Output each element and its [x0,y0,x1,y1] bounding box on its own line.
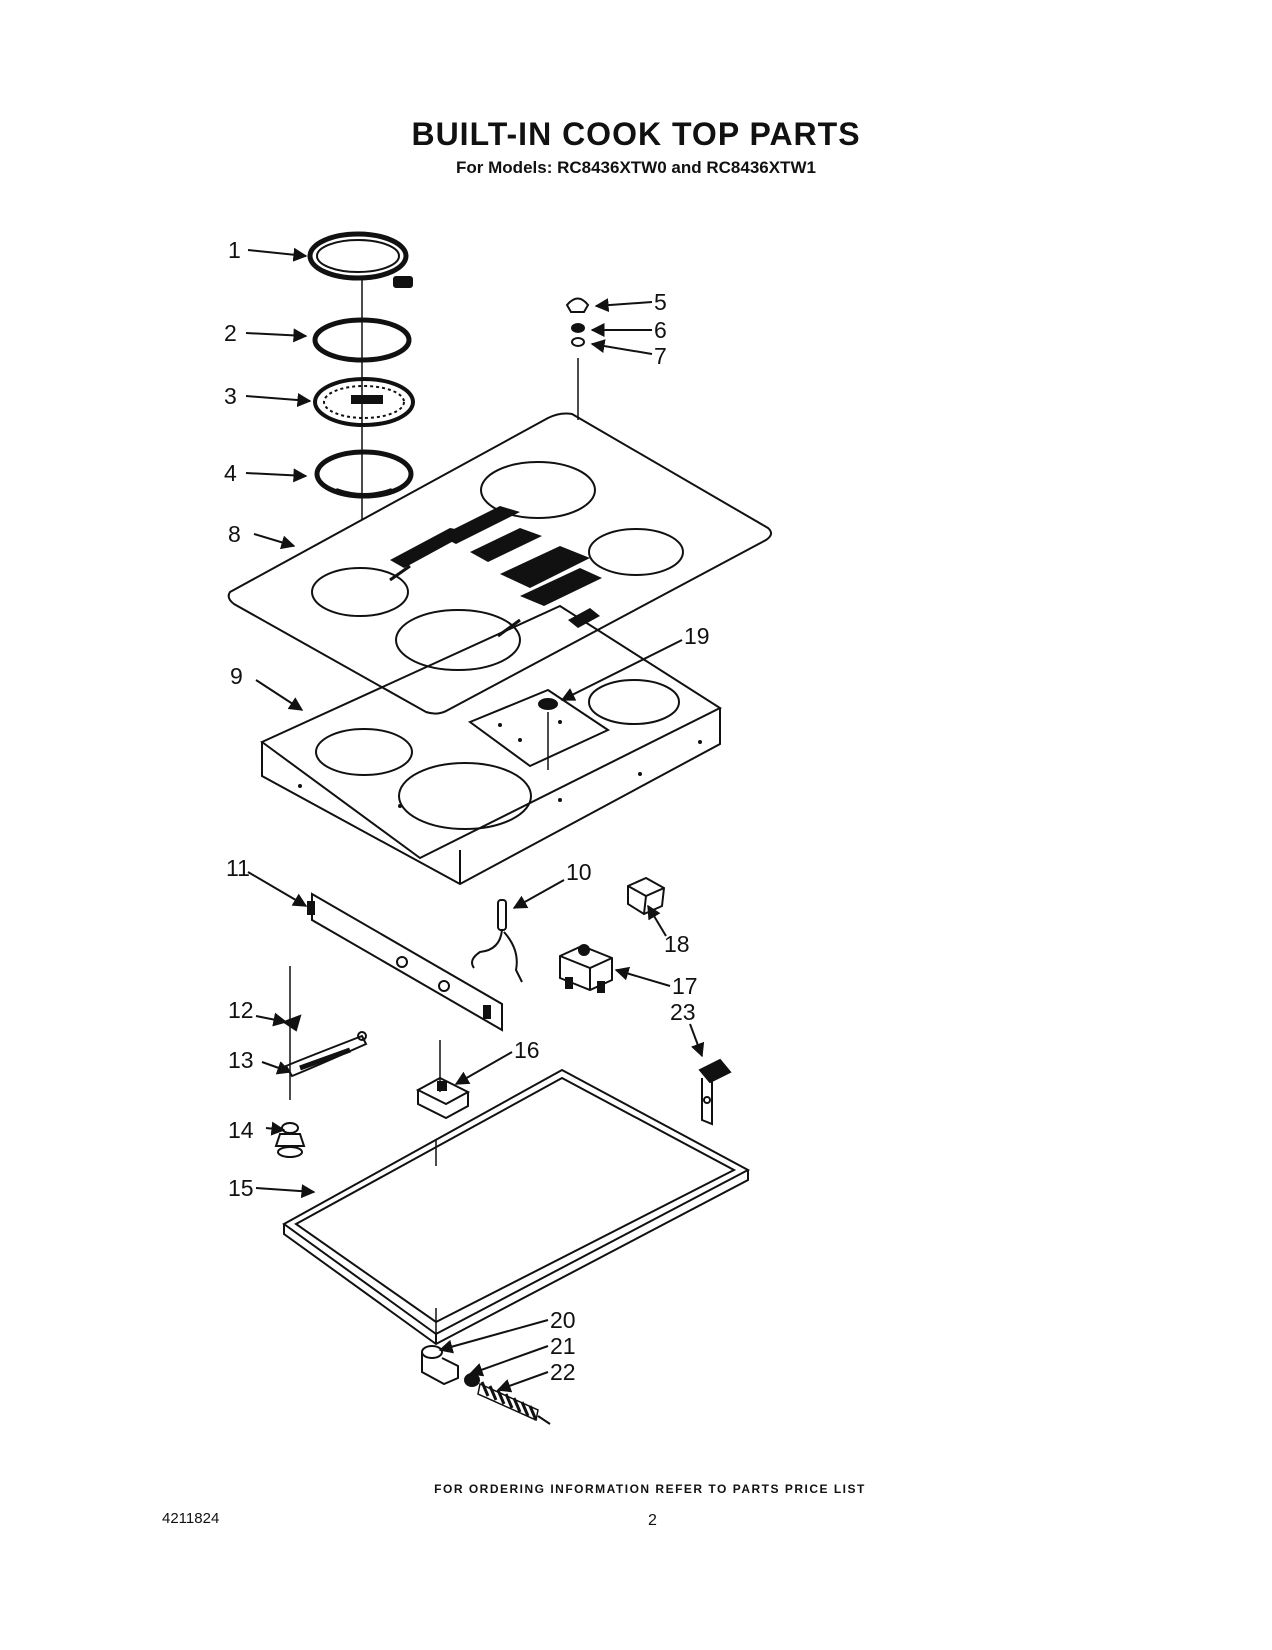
leader-arrows [245,247,705,1393]
callout-5: 5 [654,289,667,315]
callout-7: 7 [654,343,667,369]
part-19-drawing [538,698,558,770]
callout-13: 13 [228,1047,254,1073]
callout-6: 6 [654,317,667,343]
part-23-drawing [698,1058,732,1126]
part-12-14-drawing [274,966,368,1158]
callout-labels: 1 2 3 4 5 6 7 8 9 19 11 10 18 17 23 12 1… [224,237,710,1385]
part-1-drawing [307,231,413,288]
part-15-frame [282,1068,751,1346]
callout-4: 4 [224,460,237,486]
callout-11: 11 [226,855,250,881]
callout-16: 16 [514,1037,540,1063]
callout-17: 17 [672,973,698,999]
callout-3: 3 [224,383,237,409]
part-16-drawing [415,1040,471,1120]
callout-23: 23 [670,999,696,1025]
part-4-drawing [314,449,414,499]
callout-10: 10 [566,859,592,885]
callout-20: 20 [550,1307,576,1333]
part-17-drawing [559,944,613,993]
callout-1: 1 [228,237,241,263]
callout-12: 12 [228,997,254,1023]
callout-14: 14 [228,1117,254,1143]
callout-21: 21 [550,1333,576,1359]
callout-2: 2 [224,320,237,346]
page-number: 2 [648,1512,657,1529]
part-20-22-drawing [421,1345,551,1425]
callout-18: 18 [664,931,690,957]
page-title: BUILT-IN COOK TOP PARTS [411,116,861,152]
part-10-drawing [471,899,523,983]
part-9-frame-box [260,604,723,886]
part-11-bracket [307,892,503,1032]
part-8-glass-top [227,412,772,715]
control-panel-graphics [390,506,602,628]
callout-22: 22 [550,1359,576,1385]
ordering-note: FOR ORDERING INFORMATION REFER TO PARTS … [434,1482,866,1496]
part-3-drawing [313,377,415,427]
part-18-drawing [627,876,666,916]
callout-9: 9 [230,663,243,689]
callout-15: 15 [228,1175,254,1201]
part-5-7-drawing [565,297,590,420]
callout-8: 8 [228,521,241,547]
document-number: 4211824 [162,1510,220,1527]
callout-19: 19 [684,623,710,649]
model-subtitle: For Models: RC8436XTW0 and RC8436XTW1 [456,158,816,177]
